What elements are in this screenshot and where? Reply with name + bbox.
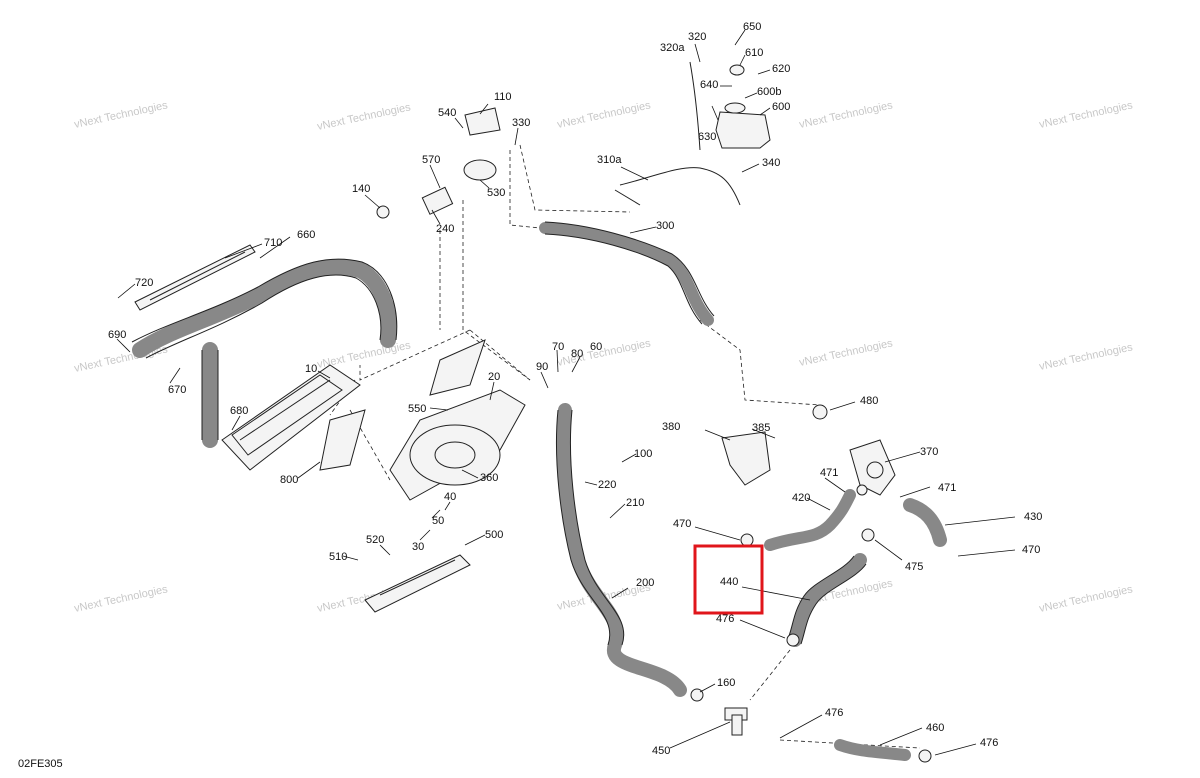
callout-70: 70	[552, 341, 564, 353]
callout-50: 50	[432, 515, 444, 527]
callout-650: 650	[743, 21, 761, 33]
callout-100: 100	[634, 448, 652, 460]
callout-360: 360	[480, 472, 498, 484]
skid-plate-part	[364, 554, 471, 613]
hose-430-part	[903, 498, 947, 547]
callout-370: 370	[920, 446, 938, 458]
callout-80: 80	[571, 348, 583, 360]
callout-620: 620	[772, 63, 790, 75]
leader-lines	[116, 29, 1016, 756]
callout-450: 450	[652, 745, 670, 757]
callout-90: 90	[536, 361, 548, 373]
callout-471-right: 471	[938, 482, 956, 494]
callout-530: 530	[487, 187, 505, 199]
callout-680: 680	[230, 405, 248, 417]
callout-550: 550	[408, 403, 426, 415]
watermark: vNext Technologies	[798, 99, 894, 131]
callout-480: 480	[860, 395, 878, 407]
callout-471: 471	[820, 467, 838, 479]
callout-320: 320	[688, 31, 706, 43]
callout-520: 520	[366, 534, 384, 546]
callout-310a: 310a	[597, 154, 622, 166]
callout-670: 670	[168, 384, 186, 396]
watermark-layer: vNext Technologies vNext Technologies vN…	[73, 99, 1134, 615]
callout-20: 20	[488, 371, 500, 383]
callout-500: 500	[485, 529, 503, 541]
watermark: vNext Technologies	[1038, 583, 1134, 615]
callout-600: 600	[772, 101, 790, 113]
vent-hose-part	[614, 167, 741, 206]
callout-640: 640	[700, 79, 718, 91]
callout-710: 710	[264, 237, 282, 249]
callout-330: 330	[512, 117, 530, 129]
deflector-part	[319, 339, 486, 471]
callout-60: 60	[590, 341, 602, 353]
callout-110: 110	[494, 91, 512, 103]
callout-300: 300	[656, 220, 674, 232]
callout-160: 160	[717, 677, 735, 689]
watermark: vNext Technologies	[316, 101, 412, 133]
callout-320a: 320a	[660, 42, 685, 54]
fan-shroud-part	[389, 389, 526, 501]
callout-476-lower: 476	[825, 707, 843, 719]
callout-475: 475	[905, 561, 923, 573]
callout-476-upper: 476	[716, 613, 734, 625]
radiator-part	[221, 364, 361, 471]
callout-340: 340	[762, 157, 780, 169]
callout-570: 570	[422, 154, 440, 166]
coolant-tank-part	[689, 61, 771, 151]
callout-690: 690	[108, 329, 126, 341]
hose-460-part	[834, 739, 911, 761]
callout-470-left: 470	[673, 518, 691, 530]
callout-610: 610	[745, 47, 763, 59]
clamps	[690, 404, 932, 763]
callout-240: 240	[436, 223, 454, 235]
callout-380: 380	[662, 421, 680, 433]
watermark: vNext Technologies	[798, 337, 894, 369]
callout-430: 430	[1024, 511, 1042, 523]
callout-600b: 600b	[757, 86, 781, 98]
roll-bar-part	[131, 258, 398, 448]
callout-800: 800	[280, 474, 298, 486]
callout-470-right: 470	[1022, 544, 1040, 556]
watermark: vNext Technologies	[556, 99, 652, 131]
callout-440: 440	[720, 576, 738, 588]
callout-630: 630	[698, 131, 716, 143]
watermark: vNext Technologies	[1038, 99, 1134, 131]
hose-420-part	[764, 489, 856, 551]
bracket-part	[134, 244, 256, 311]
watermark: vNext Technologies	[73, 99, 169, 131]
bracket-380-part	[721, 431, 771, 486]
callout-476-right: 476	[980, 737, 998, 749]
callout-210: 210	[626, 497, 644, 509]
watermark: vNext Technologies	[73, 583, 169, 615]
callout-460: 460	[926, 722, 944, 734]
callout-200: 200	[636, 577, 654, 589]
callout-540: 540	[438, 107, 456, 119]
diagram-code: 02FE305	[18, 758, 63, 770]
pump-housing-part	[849, 439, 896, 496]
watermark: vNext Technologies	[1038, 341, 1134, 373]
callout-220: 220	[598, 479, 616, 491]
callout-140: 140	[352, 183, 370, 195]
callout-labels: 660 710 720 690 670 680 10 800 550 20 36…	[108, 21, 1042, 757]
hose-440-part	[788, 553, 867, 647]
hose-200-part	[555, 403, 687, 697]
callout-10: 10	[305, 363, 317, 375]
tee-fitting-part	[724, 707, 748, 736]
callout-30: 30	[412, 541, 424, 553]
callout-510: 510	[329, 551, 347, 563]
callout-40: 40	[444, 491, 456, 503]
highlight-box	[693, 544, 764, 615]
callout-660: 660	[297, 229, 315, 241]
callout-385: 385	[752, 422, 770, 434]
callout-720: 720	[135, 277, 153, 289]
thermostat-part	[376, 107, 501, 219]
hose-300-part	[539, 221, 715, 326]
callout-420: 420	[792, 492, 810, 504]
